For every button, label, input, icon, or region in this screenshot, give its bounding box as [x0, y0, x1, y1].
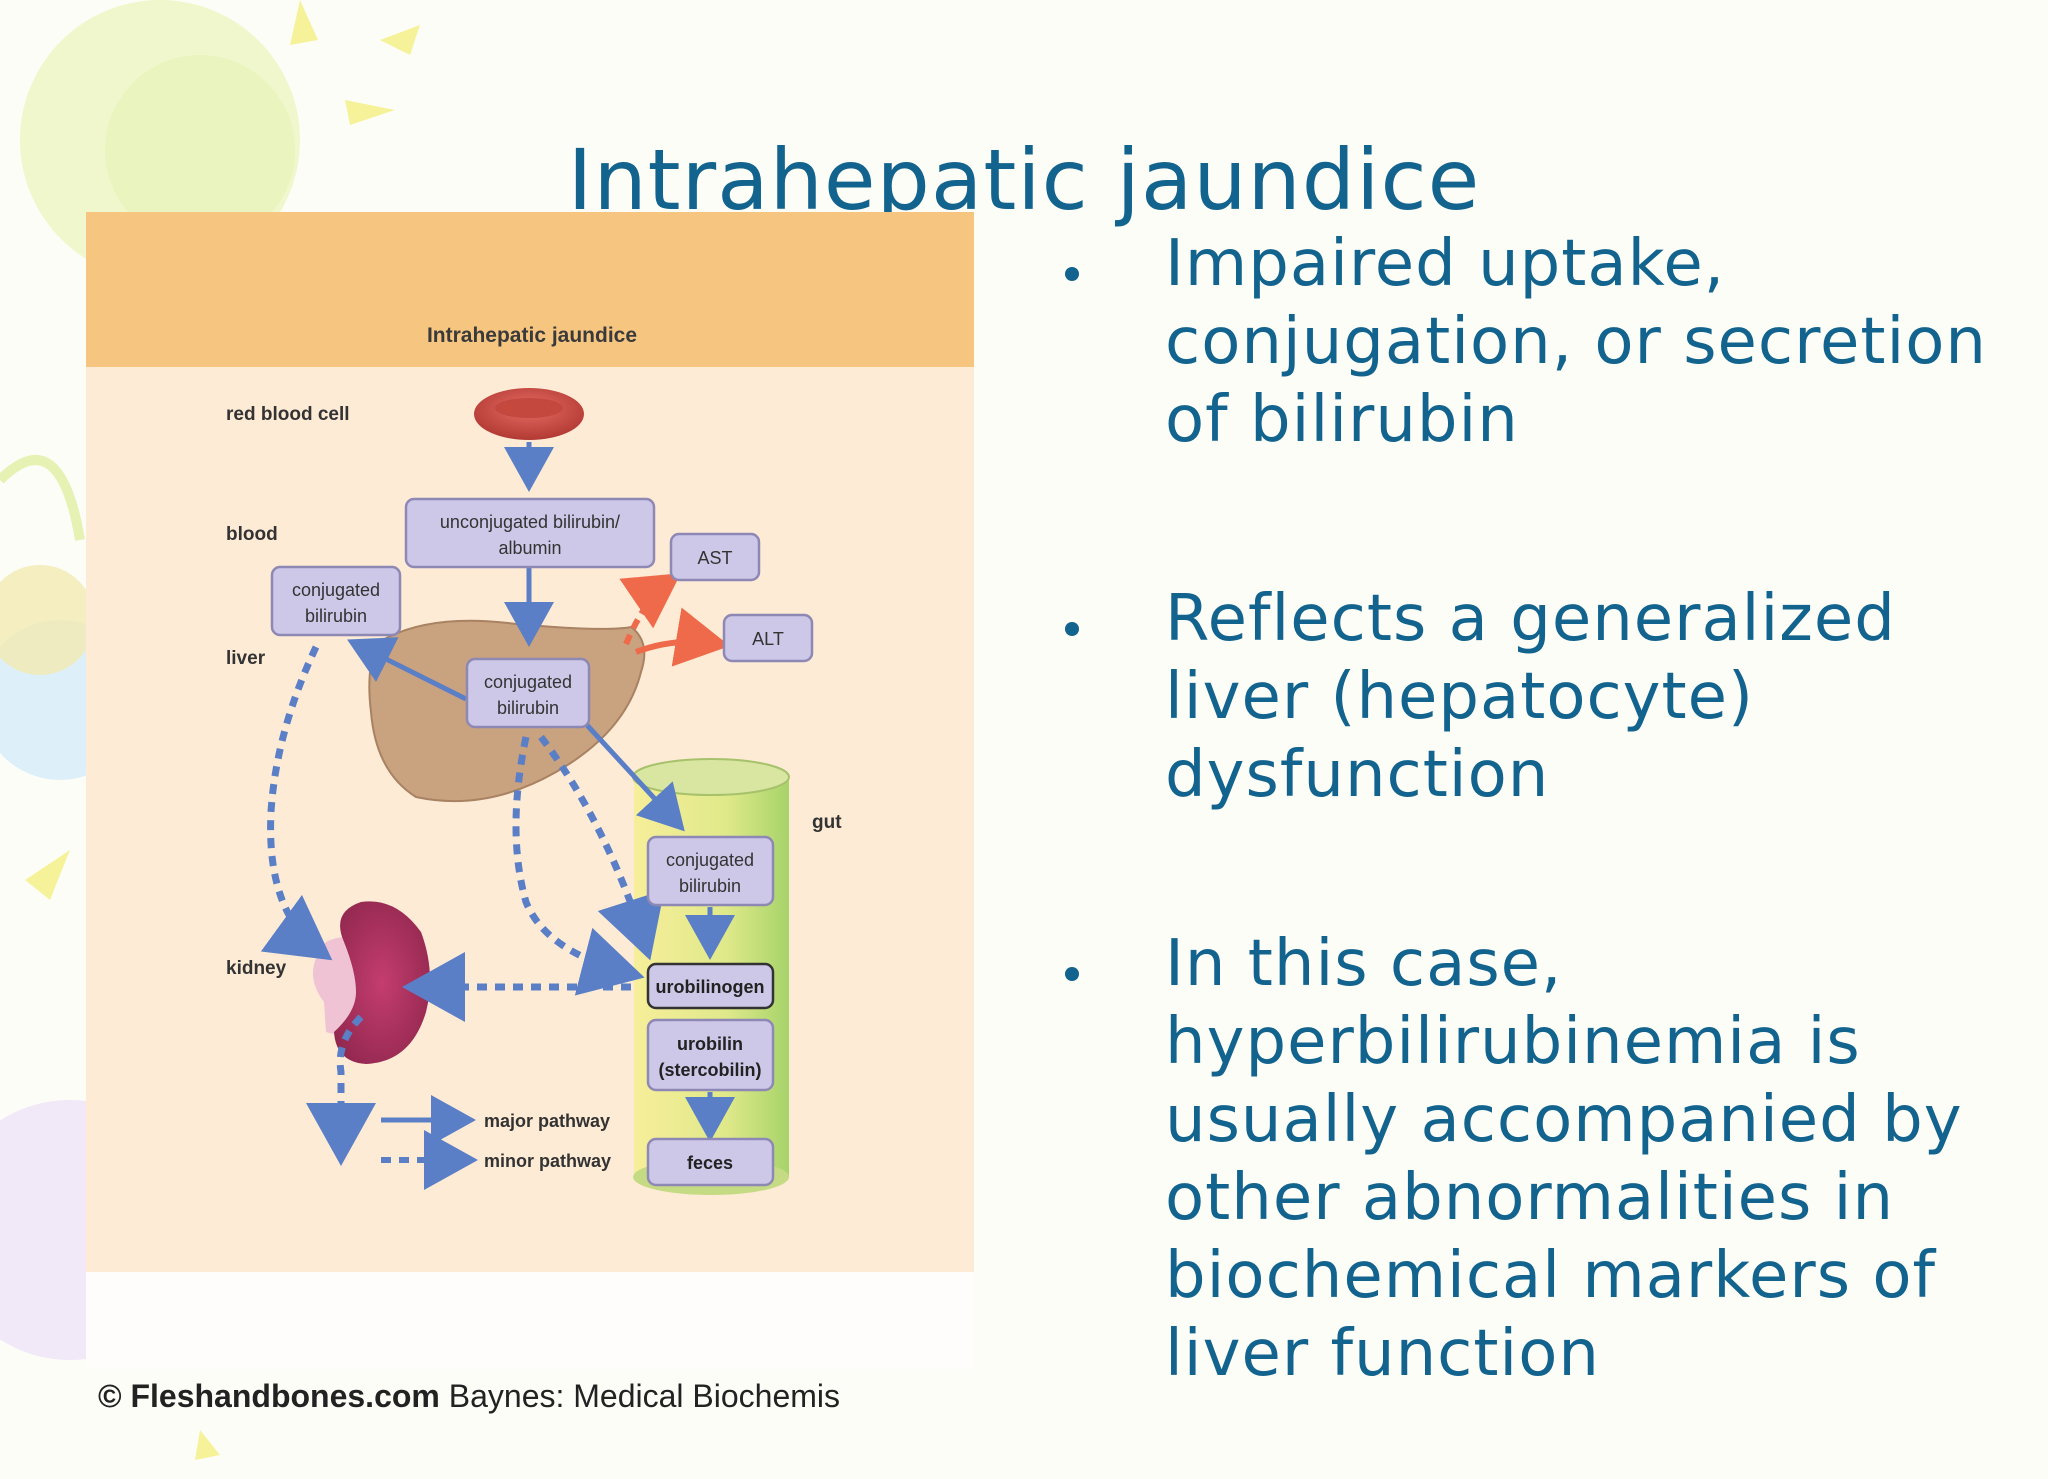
- box-conjugated-bilirubin-blood: conjugated bilirubin: [270, 565, 402, 637]
- box-ast: AST: [669, 532, 761, 582]
- figure-header-title: Intrahepatic jaundice: [427, 324, 637, 347]
- svg-text:urobilin: urobilin: [677, 1034, 743, 1054]
- enzyme-leak-arrows: [619, 573, 730, 667]
- major-pathway-arrows: [347, 442, 735, 1142]
- svg-text:conjugated: conjugated: [484, 672, 572, 692]
- credit-source: Baynes: Medical Biochemis: [439, 1378, 841, 1414]
- bullet-marker: [1065, 267, 1079, 281]
- box-feces: feces: [646, 1137, 775, 1187]
- label-gut: gut: [812, 812, 842, 833]
- label-red-blood-cell: red blood cell: [226, 404, 350, 425]
- svg-text:conjugated: conjugated: [666, 850, 754, 870]
- legend: major pathway minor pathway: [381, 1095, 611, 1190]
- label-blood: blood: [226, 524, 278, 545]
- svg-text:bilirubin: bilirubin: [305, 606, 367, 626]
- svg-text:conjugated: conjugated: [292, 580, 380, 600]
- jaundice-pathway-figure: Intrahepatic jaundice red blood cell blo…: [86, 212, 974, 1369]
- bullet-text-2: Reflects a generalized liver (hepatocyte…: [1165, 582, 1896, 812]
- svg-text:unconjugated bilirubin/: unconjugated bilirubin/: [440, 512, 620, 532]
- svg-text:urobilinogen: urobilinogen: [656, 977, 765, 997]
- figure-credit-line: © Fleshandbones.com Baynes: Medical Bioc…: [98, 1378, 974, 1415]
- box-conjugated-bilirubin-liver: conjugated bilirubin: [465, 657, 591, 729]
- pathway-diagram: Intrahepatic jaundice red blood cell blo…: [86, 212, 974, 1369]
- label-liver: liver: [226, 648, 266, 669]
- svg-text:ALT: ALT: [752, 629, 784, 649]
- red-blood-cell-icon: [474, 388, 584, 440]
- box-unconjugated-bilirubin: unconjugated bilirubin/ albumin: [404, 497, 656, 569]
- credit-site: © Fleshandbones.com: [98, 1378, 440, 1414]
- box-alt: ALT: [722, 613, 814, 663]
- figure-header-band: [86, 212, 974, 367]
- bullet-marker: [1065, 622, 1079, 636]
- legend-major-label: major pathway: [484, 1111, 610, 1131]
- bullet-text-1: Impaired uptake, conjugation, or secreti…: [1165, 227, 1987, 457]
- bullet-text-3: In this case, hyperbilirubinemia is usua…: [1165, 927, 1963, 1391]
- svg-text:feces: feces: [687, 1153, 733, 1173]
- svg-text:AST: AST: [697, 548, 732, 568]
- svg-text:bilirubin: bilirubin: [679, 876, 741, 896]
- svg-text:(stercobilin): (stercobilin): [658, 1060, 761, 1080]
- box-urobilin: urobilin (stercobilin): [646, 1018, 775, 1092]
- legend-minor-label: minor pathway: [484, 1151, 611, 1171]
- svg-text:albumin: albumin: [498, 538, 561, 558]
- box-urobilinogen: urobilinogen: [646, 962, 775, 1010]
- bullet-marker: [1065, 967, 1079, 981]
- box-conjugated-bilirubin-gut: conjugated bilirubin: [646, 835, 775, 907]
- label-kidney: kidney: [226, 958, 287, 979]
- svg-text:bilirubin: bilirubin: [497, 698, 559, 718]
- kidney-icon: [312, 901, 430, 1064]
- minor-pathway-arrows: [260, 645, 665, 1166]
